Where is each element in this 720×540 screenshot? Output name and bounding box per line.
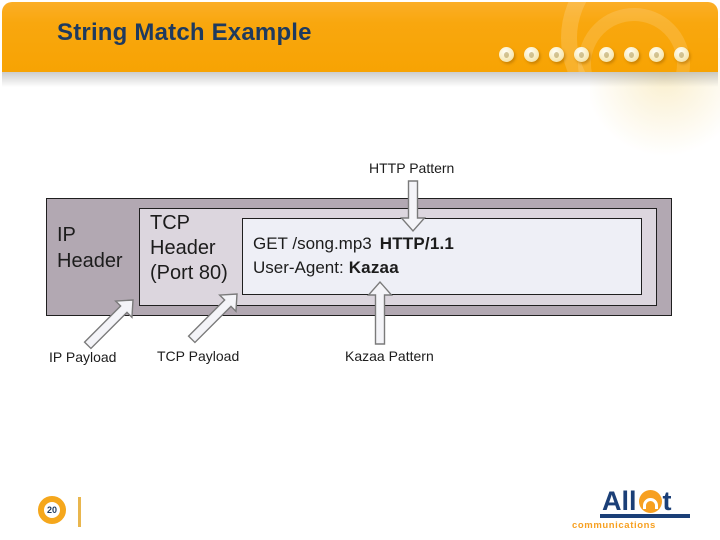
kazaa-pattern-label: Kazaa Pattern xyxy=(345,348,434,364)
logo-o-arc-icon xyxy=(642,498,658,509)
logo-wordmark: All t xyxy=(602,486,672,516)
http-pattern-label: HTTP Pattern xyxy=(369,160,455,176)
page-number-badge: 20 xyxy=(38,496,66,524)
header-bead-icon xyxy=(574,47,589,62)
page-number: 20 xyxy=(46,505,57,515)
ip-header-label: IP Header xyxy=(57,224,123,272)
logo-text-t: t xyxy=(662,486,672,516)
footer-divider xyxy=(78,497,81,527)
logo-o-icon xyxy=(638,490,662,513)
kazaa-match-string: Kazaa xyxy=(348,258,399,277)
header-shadow xyxy=(2,72,718,87)
logo-underline xyxy=(600,514,690,518)
header-bar: String Match Example xyxy=(2,2,718,72)
header-bead-icon xyxy=(624,47,639,62)
ip-payload-label: IP Payload xyxy=(49,349,117,365)
page-title: String Match Example xyxy=(57,19,312,46)
header-bead-icon xyxy=(549,47,564,62)
http-match-string: HTTP/1.1 xyxy=(379,234,455,253)
header-beads xyxy=(499,47,689,62)
allot-logo: All t communications xyxy=(572,486,712,534)
swirl-arc-icon xyxy=(561,2,718,72)
header-bead-icon xyxy=(599,47,614,62)
header-bead-icon xyxy=(524,47,539,62)
header-bead-icon xyxy=(674,47,689,62)
header-bead-icon xyxy=(649,47,664,62)
logo-text-all: All xyxy=(602,486,637,516)
payload-line2: User-Agent:Kazaa xyxy=(253,258,399,277)
payload-box xyxy=(242,218,642,295)
logo-subtitle: communications xyxy=(572,520,656,531)
tcp-payload-label: TCP Payload xyxy=(157,348,240,364)
header-bead-icon xyxy=(499,47,514,62)
tcp-header-label: TCP Header (Port 80) xyxy=(150,212,228,284)
